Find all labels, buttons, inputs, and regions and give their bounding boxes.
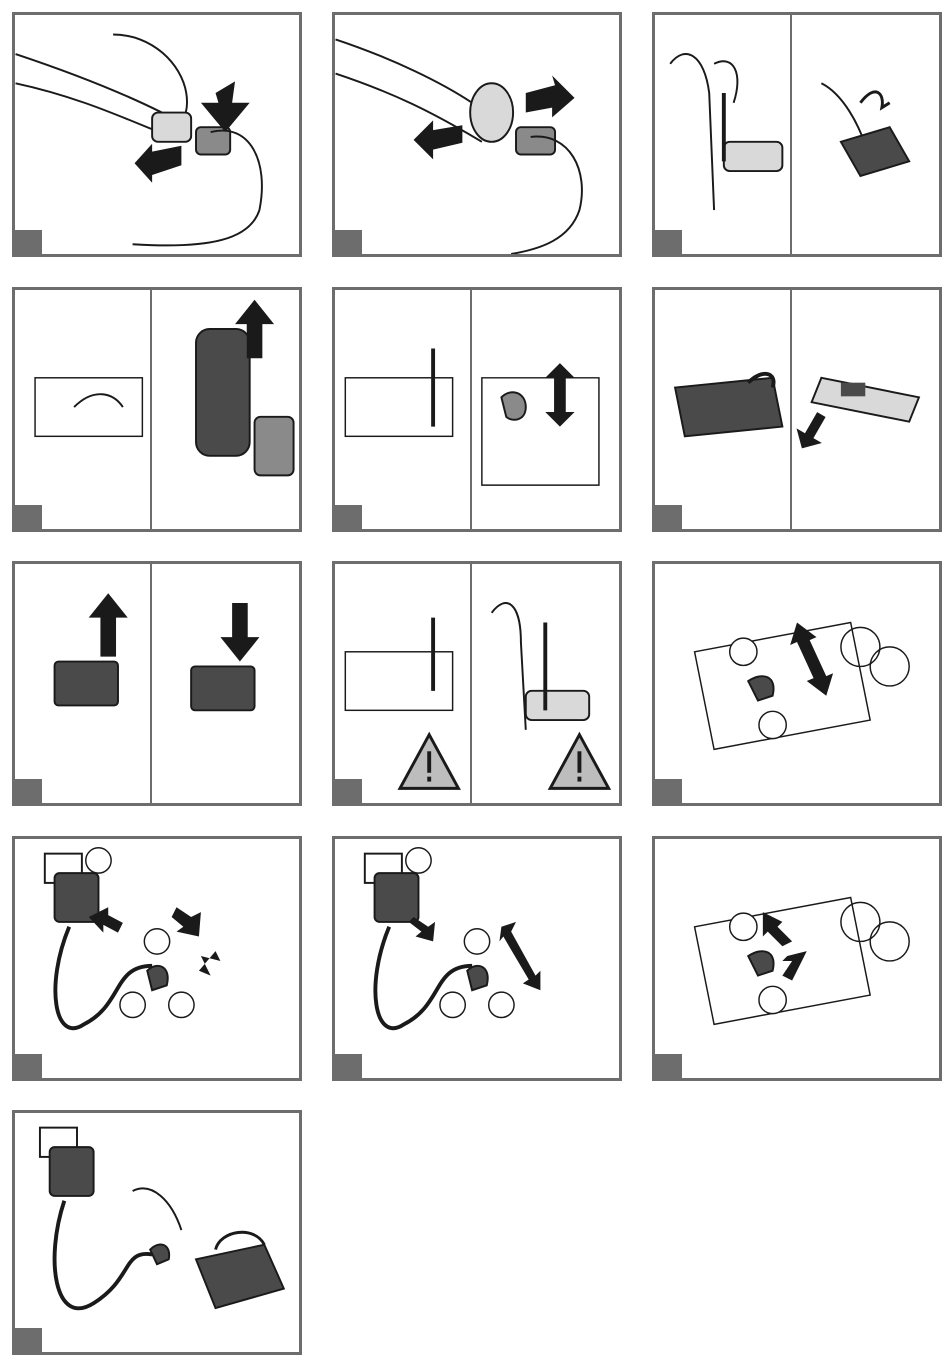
panel-divider	[470, 564, 472, 803]
step-number-badge	[655, 505, 682, 529]
arrow-icon	[409, 917, 435, 941]
panel-divider	[470, 290, 472, 529]
arrow-icon	[199, 951, 220, 975]
arrow-icon	[545, 363, 574, 426]
arrow-icon	[763, 912, 792, 946]
charger-connect-illustration	[15, 839, 299, 1078]
charger-disconnect-illustration	[335, 839, 619, 1078]
arrow-icon	[790, 623, 833, 696]
compartment-screw-and-connector-illustration	[335, 290, 619, 529]
step-panel-10	[12, 836, 302, 1081]
step-number-badge	[15, 779, 42, 803]
arrow-icon	[526, 75, 575, 117]
step-panel-2	[332, 12, 622, 257]
charger-battery-external-illustration	[15, 1113, 299, 1352]
arrow-icon	[201, 81, 250, 132]
step-panel-5	[332, 287, 622, 532]
panel-divider	[150, 564, 152, 803]
step-panel-7	[12, 561, 302, 806]
reassemble-screws-illustration	[335, 564, 619, 803]
arrow-icon	[172, 907, 201, 936]
warning-triangle-icon	[400, 735, 459, 789]
step-number-badge	[15, 1328, 42, 1352]
step-panel-1	[12, 12, 302, 257]
step-number-badge	[655, 779, 682, 803]
panel-divider	[790, 15, 792, 254]
cover-lift-and-plug-illustration	[655, 290, 939, 529]
connector-unplug-illustration	[655, 564, 939, 803]
step-number-badge	[335, 505, 362, 529]
arrow-icon	[220, 603, 259, 662]
panel-divider	[790, 290, 792, 529]
step-panel-8	[332, 561, 622, 806]
step-number-badge	[335, 230, 362, 254]
step-panel-3	[652, 12, 942, 257]
buckle-open-illustration	[335, 15, 619, 254]
buckle-release-illustration	[15, 15, 299, 254]
warning-triangle-icon	[550, 735, 609, 789]
step-panel-12	[652, 836, 942, 1081]
arrow-icon	[789, 407, 834, 455]
battery-out-and-in-illustration	[15, 564, 299, 803]
step-number-badge	[335, 779, 362, 803]
step-panel-4	[12, 287, 302, 532]
step-number-badge	[655, 230, 682, 254]
step-number-badge	[15, 1054, 42, 1078]
step-number-badge	[15, 230, 42, 254]
step-panel-6	[652, 287, 942, 532]
panel-divider	[150, 290, 152, 529]
step-number-badge	[655, 1054, 682, 1078]
step-number-badge	[335, 1054, 362, 1078]
arrow-icon	[499, 922, 540, 990]
step-panel-13	[12, 1110, 302, 1355]
seat-remove-illustration	[15, 290, 299, 529]
step-panel-9	[652, 561, 942, 806]
step-panel-11	[332, 836, 622, 1081]
arrow-icon	[782, 951, 806, 980]
connector-plug-back-illustration	[655, 839, 939, 1078]
arrow-icon	[135, 144, 182, 183]
step-number-badge	[15, 505, 42, 529]
arrow-icon	[89, 593, 128, 656]
seat-screw-and-lift-illustration	[655, 15, 939, 254]
